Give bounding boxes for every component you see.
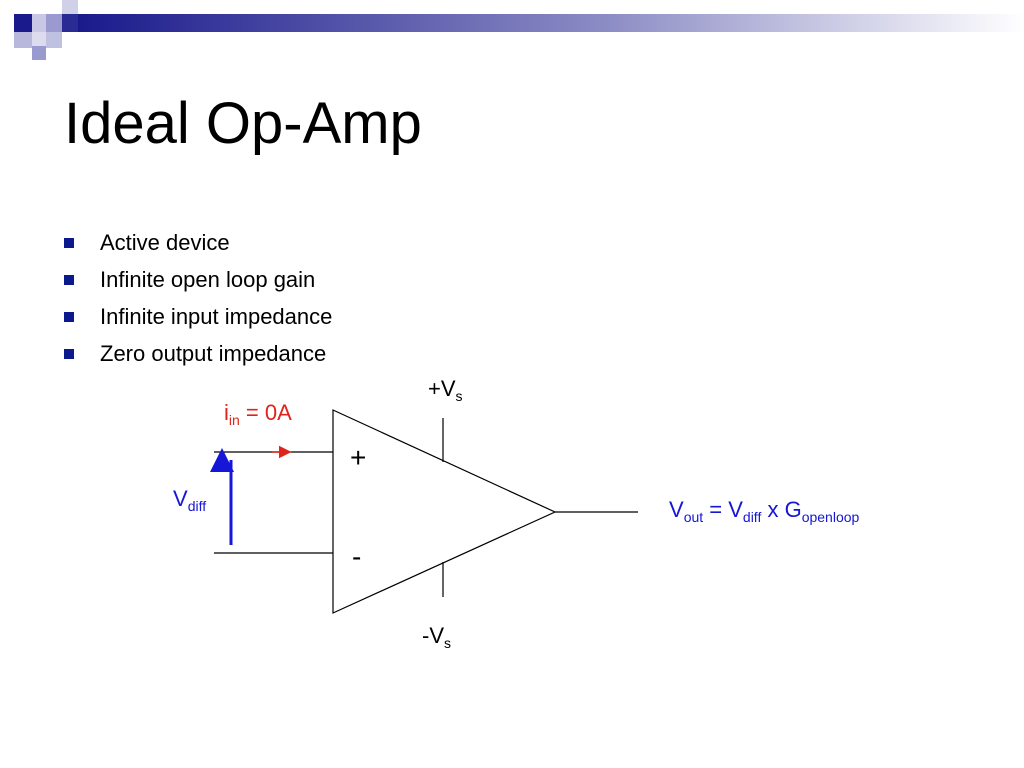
list-item: Infinite input impedance (64, 302, 332, 339)
header-square (32, 46, 46, 60)
square-bullet-icon (64, 275, 74, 285)
vdiff-label: Vdiff (173, 486, 207, 514)
input-current-label: iin = 0A (224, 400, 292, 428)
header-square (46, 32, 62, 48)
list-item: Active device (64, 228, 332, 265)
plus-input-sign: + (350, 442, 367, 473)
list-item: Zero output impedance (64, 339, 332, 376)
minus-input-sign: - (352, 541, 362, 572)
opamp-triangle (332, 409, 557, 614)
header-square (14, 14, 32, 32)
square-bullet-icon (64, 238, 74, 248)
bullet-text: Infinite open loop gain (100, 267, 316, 292)
bullet-text: Zero output impedance (100, 341, 327, 366)
header-square (32, 14, 48, 32)
header-square (46, 14, 62, 32)
bullet-list: Active device Infinite open loop gain In… (64, 228, 332, 376)
header-square (14, 32, 32, 48)
header-square (62, 14, 78, 32)
header-square (32, 32, 46, 46)
header-gradient-bar (78, 14, 1024, 32)
square-bullet-icon (64, 349, 74, 359)
header-decoration (14, 0, 1024, 60)
bullet-text: Infinite input impedance (100, 304, 333, 329)
slide-title: Ideal Op-Amp (64, 91, 422, 156)
positive-supply-label: +Vs (428, 376, 463, 404)
header-square (62, 0, 78, 16)
list-item: Infinite open loop gain (64, 265, 332, 302)
negative-supply-label: -Vs (422, 623, 451, 651)
header-band (0, 0, 1024, 60)
output-equation: Vout = Vdiff x Gopenloop (669, 497, 860, 525)
bullet-text: Active device (100, 230, 230, 255)
square-bullet-icon (64, 312, 74, 322)
